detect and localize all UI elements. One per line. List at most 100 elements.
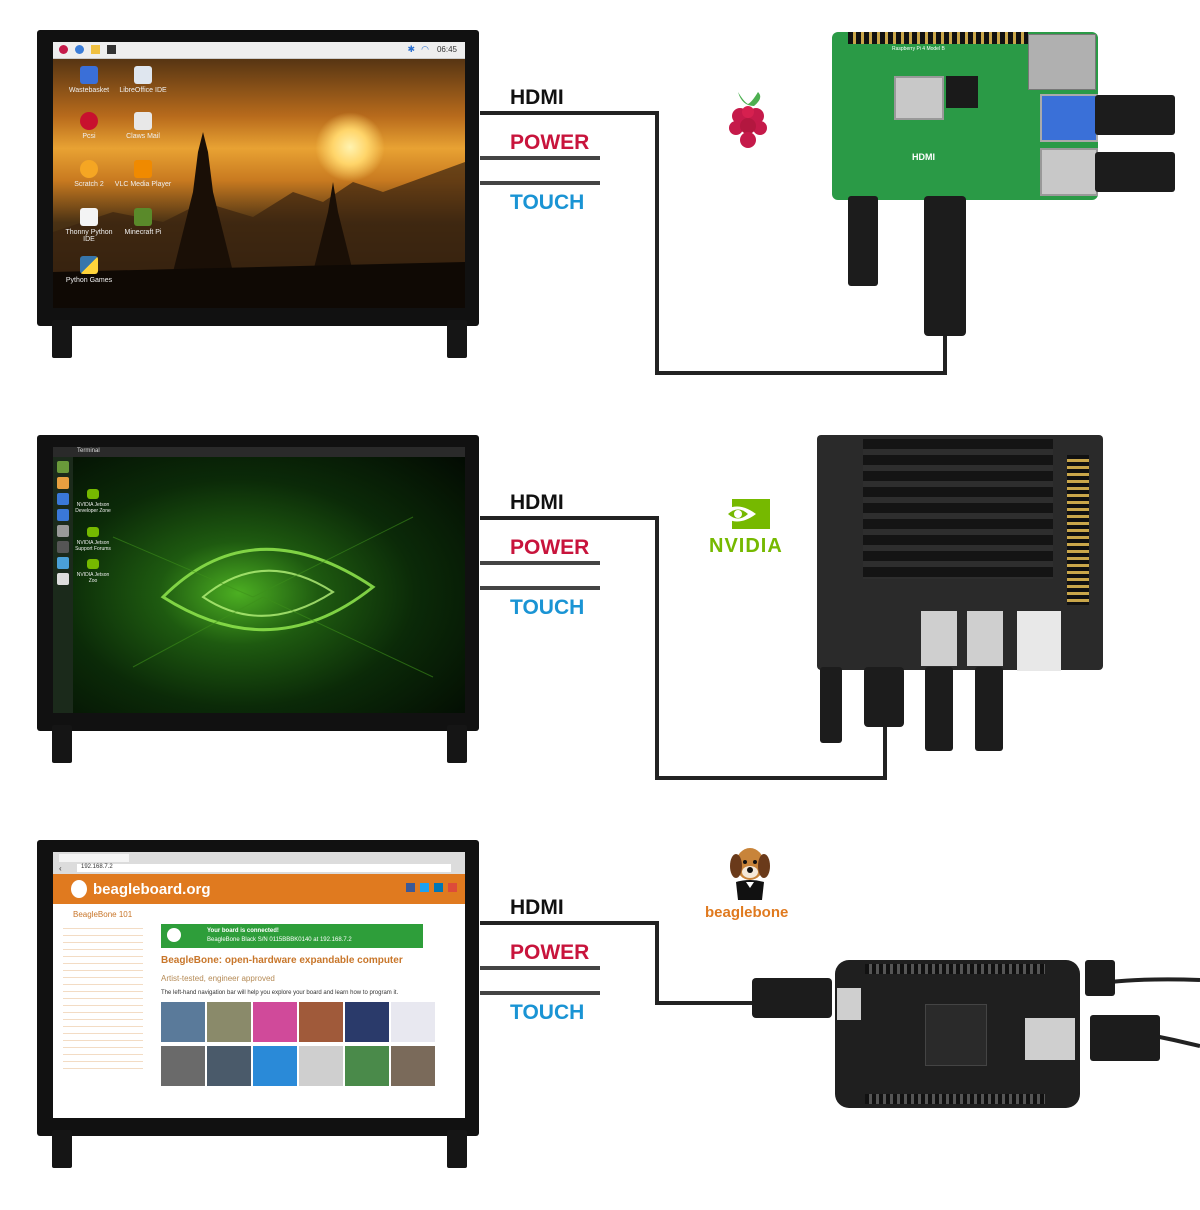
thumbnail[interactable] [391, 1046, 435, 1086]
launcher-icon[interactable] [57, 525, 69, 537]
trash-icon [80, 66, 98, 84]
desktop-icon-thonny[interactable]: Thonny Python IDE [59, 208, 119, 243]
thumbnail[interactable] [345, 1002, 389, 1042]
monitor-leg-right [447, 320, 467, 358]
thumbnail[interactable] [161, 1046, 205, 1086]
page-headline: BeagleBone: open-hardware expandable com… [161, 955, 403, 966]
terminal-icon[interactable] [107, 45, 116, 54]
desktop-icon-minecraft[interactable]: Minecraft Pi [113, 208, 173, 236]
ethernet-port[interactable] [1017, 611, 1061, 671]
nvidia-wiring [480, 516, 887, 780]
desktop-icon-developer-zone[interactable]: NVIDIA Jetson Developer Zone [73, 489, 113, 514]
mini-hdmi-port[interactable] [837, 988, 861, 1020]
twitter-icon[interactable] [420, 883, 429, 892]
nvidia-icon [87, 489, 99, 499]
browser-icon[interactable] [75, 45, 84, 54]
monitor-leg-left [52, 725, 72, 763]
back-icon[interactable]: ‹ [59, 864, 62, 873]
desktop-icon-scratch[interactable]: Scratch 2 [59, 160, 119, 188]
power-cable-connector [1085, 960, 1115, 996]
browser-tab[interactable] [59, 854, 129, 862]
monitor-leg-left [52, 1130, 72, 1168]
top-panel: Terminal [53, 447, 465, 457]
icon-label: Claws Mail [126, 133, 160, 140]
thumbnail[interactable] [253, 1002, 297, 1042]
folder-icon[interactable] [91, 45, 100, 54]
thumbnail[interactable] [391, 1002, 435, 1042]
power-label: POWER [510, 131, 590, 154]
monitor: ‹ 192.168.7.2 beagleboard.org BeagleBone… [37, 840, 479, 1136]
launcher-icon[interactable] [57, 573, 69, 585]
thumbnail[interactable] [345, 1046, 389, 1086]
linkedin-icon[interactable] [434, 883, 443, 892]
cpu-chip [894, 76, 944, 120]
taskbar: ✱ ◠ 06:45 [53, 42, 465, 59]
thumbnail[interactable] [299, 1002, 343, 1042]
header-top [865, 964, 1045, 974]
desktop-icon-support-forums[interactable]: NVIDIA Jetson Support Forums [73, 527, 113, 552]
launcher-icon[interactable] [57, 541, 69, 553]
raspberry-pi-wiring [480, 111, 947, 375]
bluetooth-icon[interactable]: ✱ [407, 44, 415, 54]
launcher-icon[interactable] [57, 477, 69, 489]
usb2-port[interactable] [1040, 148, 1098, 196]
launcher-bar [53, 457, 73, 713]
desktop-icon-wastebasket[interactable]: Wastebasket [59, 66, 119, 94]
ram-chip [946, 76, 978, 108]
nvidia-eye-graphic [112, 516, 434, 678]
power-cable-connector [820, 667, 842, 743]
launcher-icon[interactable] [57, 493, 69, 505]
browser-chrome: ‹ 192.168.7.2 [53, 852, 465, 874]
usb-cable [975, 667, 1003, 751]
beaglebone-wiring [480, 921, 1200, 1048]
usb3-port[interactable] [1040, 94, 1098, 142]
googleplus-icon[interactable] [448, 883, 457, 892]
monitor-leg-right [447, 1130, 467, 1168]
clock: 06:45 [436, 45, 457, 54]
thumbnail[interactable] [207, 1046, 251, 1086]
power-label: POWER [510, 536, 590, 559]
launcher-icon[interactable] [57, 557, 69, 569]
launcher-icon[interactable] [57, 509, 69, 521]
monitor: Terminal NVIDIA Jetson Developer Zone NV… [37, 435, 479, 731]
raspberry-pi-logo-icon [729, 92, 767, 148]
address-bar[interactable]: 192.168.7.2 [77, 864, 451, 872]
desktop-icon-jetson-zoo[interactable]: NVIDIA Jetson Zoo [73, 559, 113, 584]
usb-port[interactable] [921, 611, 957, 666]
desktop-icon-python-games[interactable]: Python Games [59, 256, 119, 284]
board-hdmi-silk: HDMI [912, 152, 935, 162]
icon-label: Minecraft Pi [124, 229, 162, 236]
raspberry-menu-icon[interactable] [59, 45, 68, 54]
launcher-icon[interactable] [57, 461, 69, 473]
ethernet-port[interactable] [1025, 1018, 1075, 1060]
hdmi-cable-connector [752, 978, 832, 1018]
usb-cable [1090, 1015, 1160, 1061]
nvidia-jetson-section: Terminal NVIDIA Jetson Developer Zone NV… [0, 405, 1200, 805]
sunset-sun [315, 112, 385, 182]
desktop-icon-libreoffice[interactable]: LibreOffice IDE [113, 66, 173, 94]
nvidia-eye-icon [720, 499, 770, 529]
desktop-icon-claws-mail[interactable]: Claws Mail [113, 112, 173, 140]
desktop-icon-vlc[interactable]: VLC Media Player [113, 160, 173, 188]
banner-line-1: Your board is connected! [207, 928, 279, 934]
wifi-icon[interactable]: ◠ [421, 44, 429, 54]
facebook-icon[interactable] [406, 883, 415, 892]
beaglebone-board [835, 960, 1080, 1108]
thumbnail[interactable] [299, 1046, 343, 1086]
app-icon [80, 112, 98, 130]
sidebar-nav[interactable] [63, 922, 143, 1072]
thumbnail[interactable] [207, 1002, 251, 1042]
touch-label: TOUCH [510, 1001, 585, 1024]
scratch-cat-icon [80, 160, 98, 178]
site-logo[interactable]: beagleboard.org [93, 881, 211, 898]
minecraft-icon [134, 208, 152, 226]
thumbnail[interactable] [253, 1046, 297, 1086]
processor-chip [925, 1004, 987, 1066]
nvidia-desktop: Terminal NVIDIA Jetson Developer Zone NV… [53, 447, 465, 713]
sidebar-title: BeagleBone 101 [73, 910, 133, 919]
vlc-cone-icon [134, 160, 152, 178]
thumbnail[interactable] [161, 1002, 205, 1042]
usb-port[interactable] [967, 611, 1003, 666]
ethernet-port[interactable] [1028, 34, 1096, 90]
desktop-icon-pcsi[interactable]: Pcsi [59, 112, 119, 140]
